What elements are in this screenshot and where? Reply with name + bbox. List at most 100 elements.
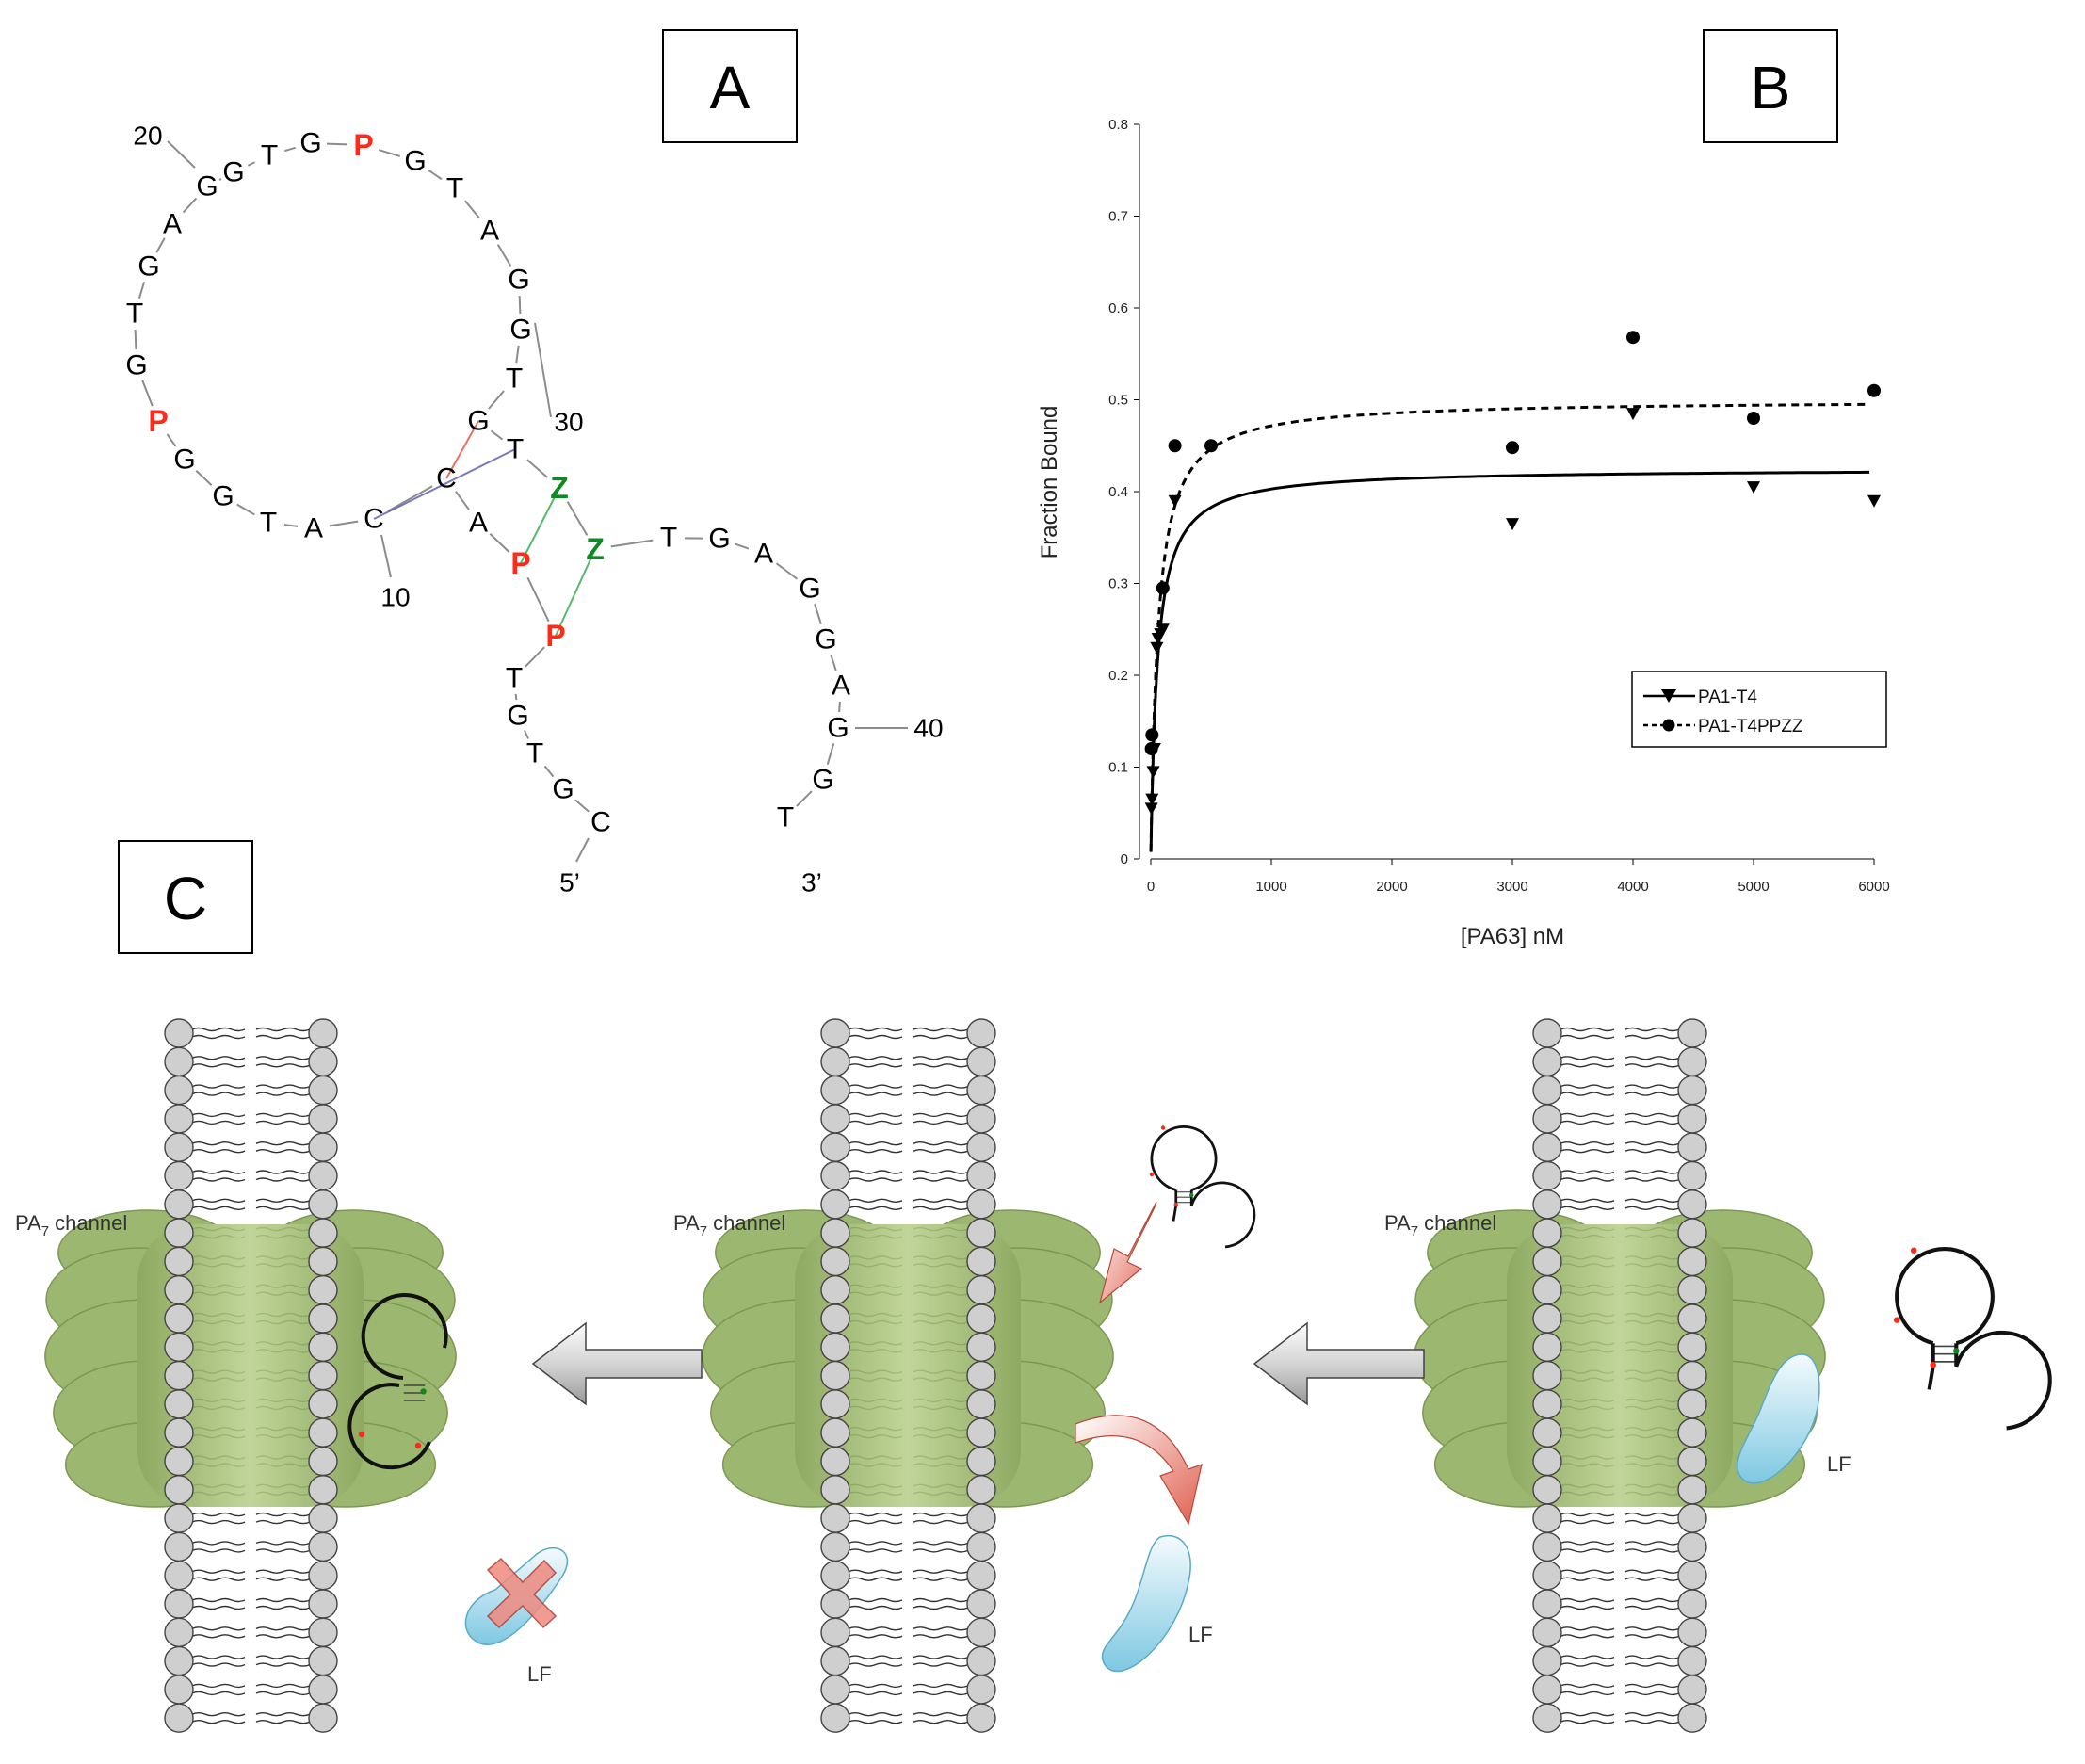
legend-label-2: PA1-T4PPZZ (1698, 717, 1803, 736)
lipid-tail (255, 1569, 311, 1574)
backbone-link (428, 169, 443, 181)
lipid-tail (191, 1177, 246, 1182)
lipid-head (164, 1132, 194, 1162)
lipid-head (1532, 1617, 1562, 1648)
nucleotide: G (508, 265, 529, 296)
lipid-tail (913, 1149, 969, 1154)
lipid-head (1677, 1417, 1707, 1448)
y-tick-label: 0.8 (1108, 117, 1128, 133)
lipid-head (308, 1246, 338, 1277)
lipid-tail (848, 1170, 903, 1174)
lipid-tail (255, 1149, 311, 1154)
lipid-tail (255, 1577, 311, 1581)
lipid-head (820, 1332, 850, 1363)
point-PA1-T4 (1867, 494, 1881, 508)
backbone-link (524, 730, 529, 739)
backbone-link (543, 765, 555, 778)
backbone-link (489, 533, 510, 553)
lipid-head (164, 1389, 194, 1419)
lipid-head (308, 1132, 338, 1162)
lipid-head (820, 1218, 850, 1248)
lipid-head (1677, 1617, 1707, 1648)
lipid-tail (255, 1206, 311, 1210)
nucleotide: A (480, 216, 499, 247)
lipid-tail (1624, 1577, 1680, 1581)
lipid-tail (191, 1056, 246, 1060)
lipid-tail (1624, 1027, 1680, 1032)
nucleotide: T (260, 508, 277, 539)
lipid-tail (1624, 1120, 1680, 1125)
x-tick-label: 2000 (1376, 879, 1407, 895)
lipid-head (1677, 1332, 1707, 1363)
backbone-link (838, 701, 841, 713)
lipid-tail (255, 1198, 311, 1203)
lipid-tail (191, 1577, 246, 1581)
backbone-link (514, 693, 518, 701)
lipid-tail (913, 1541, 969, 1546)
lipid-head (1677, 1446, 1707, 1477)
y-tick-label: 0 (1121, 851, 1128, 867)
lipid-tail (1624, 1063, 1680, 1068)
lipid-tail (1624, 1655, 1680, 1659)
lipid-tail (1624, 1141, 1680, 1146)
lipid-tail (913, 1655, 969, 1659)
lipid-head (164, 1218, 194, 1248)
lipid-tail (848, 1634, 903, 1639)
lipid-tail (255, 1541, 311, 1546)
nucleotide: G (509, 315, 531, 346)
lipid-tail (191, 1541, 246, 1546)
lipid-head (820, 1703, 850, 1733)
lipid-tail (913, 1206, 969, 1210)
lipid-head (820, 1617, 850, 1648)
point-PA1-T4 (1146, 766, 1160, 779)
lipid-tail (913, 1720, 969, 1724)
lipid-head (966, 1703, 996, 1733)
lipid-tail (913, 1177, 969, 1182)
lipid-tail (255, 1027, 311, 1032)
lipid-head (1532, 1417, 1562, 1448)
point-PA1-T4PPZZ (1204, 439, 1218, 453)
lipid-tail (913, 1198, 969, 1203)
aptamer-free-middle (1149, 1125, 1256, 1249)
lipid-tail (255, 1034, 311, 1040)
lipid-head (820, 1046, 850, 1077)
label-40: 40 (913, 714, 943, 743)
lipid-tail (848, 1655, 903, 1659)
nucleotide: P (545, 619, 565, 653)
lipid-tail (848, 1626, 903, 1631)
lipid-head (308, 1417, 338, 1448)
lipid-head (1677, 1560, 1707, 1591)
lipid-head (820, 1132, 850, 1162)
lipid-tail (913, 1056, 969, 1060)
process-arrow-left (531, 1321, 703, 1406)
lipid-tail (1560, 1512, 1615, 1517)
nucleotide: G (812, 765, 833, 796)
backbone-link (826, 743, 835, 765)
base-pair-lines (373, 420, 596, 637)
lipid-head (164, 1703, 194, 1733)
lipid-head (1532, 1218, 1562, 1248)
lipid-tail (191, 1206, 246, 1210)
lipid-tail (913, 1112, 969, 1118)
lf-release-arrow (1075, 1415, 1203, 1526)
lipid-tail (191, 1548, 246, 1553)
lipid-head (1532, 1589, 1562, 1619)
lipid-head (966, 1589, 996, 1619)
chart-points (1144, 331, 1881, 816)
membrane-2 (702, 1018, 1114, 1733)
lipid-tail (255, 1605, 311, 1610)
lipid-tail (848, 1541, 903, 1546)
fit-line-PA1-T4 (1149, 470, 1869, 852)
lipid-head (308, 1160, 338, 1191)
lipid-tail (913, 1662, 969, 1667)
lipid-tail (1624, 1605, 1680, 1610)
backbone-link (488, 390, 505, 410)
lipid-tail (1560, 1683, 1615, 1689)
backbone-link (814, 603, 822, 625)
lipid-head (164, 1417, 194, 1448)
chart-fit-lines (1149, 402, 1869, 852)
lipid-head (966, 1046, 996, 1077)
lipid-tail (913, 1569, 969, 1574)
lipid-head (966, 1246, 996, 1277)
